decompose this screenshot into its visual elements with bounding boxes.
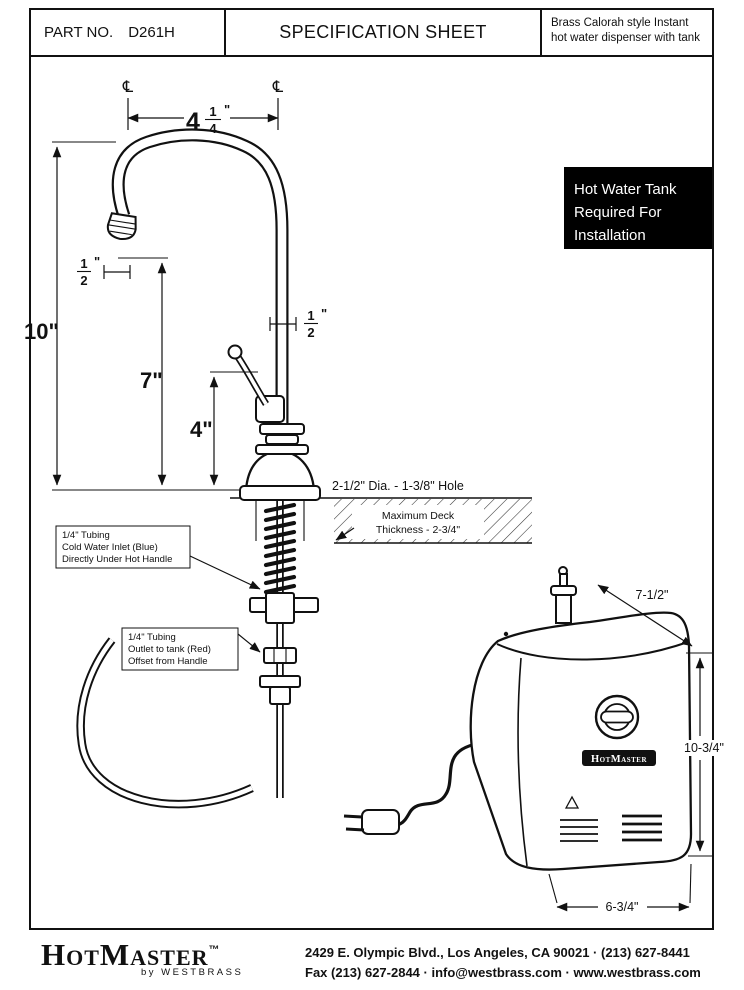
collar-upper [259, 423, 305, 435]
outlet-ferrule [259, 675, 301, 705]
notice-line1: Hot Water Tank [574, 181, 677, 198]
outlet-line2: Outlet to tank (Red) [128, 644, 211, 655]
footer-address-line2: Fax (213) 627-2844 · info@westbrass.com … [305, 964, 701, 980]
svg-text:7-1/2": 7-1/2" [636, 588, 669, 602]
dim-tank-width: 6-3/4" [548, 863, 692, 914]
dim-offset-body: 1 2 " [269, 306, 327, 340]
trademark-symbol: ™ [208, 944, 220, 956]
svg-text:10-3/4": 10-3/4" [684, 741, 724, 755]
dim-tank-height: 10-3/4" [682, 652, 740, 857]
footer-logo: HotMaster™ by WESTBRASS [29, 939, 305, 982]
dim-spout-spread: 4 1 4 " [186, 102, 230, 136]
svg-text:2: 2 [80, 273, 87, 288]
footer-byline: by WESTBRASS [141, 967, 244, 978]
vent-grille-right [622, 814, 662, 842]
lid-vent [503, 631, 509, 637]
sheet-title: SPECIFICATION SHEET [224, 10, 542, 55]
part-number-cell: PART NO. D261H [31, 10, 224, 55]
svg-text:4": 4" [190, 417, 213, 442]
cold-inlet-line2: Cold Water Inlet (Blue) [62, 542, 158, 553]
part-label: PART NO. [44, 24, 114, 41]
dim-spout-height: 7" [118, 257, 168, 486]
power-plug [343, 809, 400, 835]
deck-section: Maximum Deck Thickness - 2-3/4" 2-1/2" D… [230, 479, 532, 544]
tank-drawing: HotMaster 7-1/2" [343, 566, 740, 914]
centerline-symbol-right: ℄ [272, 77, 284, 96]
label-outlet: 1/4" Tubing Outlet to tank (Red) Offset … [121, 627, 261, 671]
svg-text:4: 4 [186, 108, 200, 136]
deck-note-line1: Maximum Deck [382, 510, 455, 522]
power-cord [398, 742, 478, 826]
base-flange [239, 485, 321, 501]
temperature-dial [594, 694, 640, 740]
footer-address: 2429 E. Olympic Blvd., Los Angeles, CA 9… [305, 939, 701, 982]
svg-text:1: 1 [307, 308, 314, 323]
tank-body [469, 611, 693, 871]
product-description: Brass Calorah style Instant hot water di… [551, 17, 700, 45]
outlet-line3: Offset from Handle [128, 656, 208, 667]
footer: HotMaster™ by WESTBRASS 2429 E. Olympic … [29, 939, 714, 982]
hole-note: 2-1/2" Dia. - 1-3/8" Hole [332, 479, 464, 493]
footer-brand-name: HotMaster [41, 937, 209, 972]
faucet-drawing [76, 128, 321, 809]
cold-inlet-line3: Directly Under Hot Handle [62, 554, 172, 565]
aerator [106, 212, 137, 240]
part-number: D261H [128, 24, 175, 41]
tank-brand-text: HotMaster [591, 754, 647, 765]
svg-text:": " [321, 306, 327, 321]
base-dome [244, 449, 316, 492]
svg-text:4: 4 [209, 121, 217, 136]
label-cold-inlet: 1/4" Tubing Cold Water Inlet (Blue) Dire… [55, 525, 261, 590]
dim-offset-spout: 1 2 " [77, 254, 131, 288]
dimension-annotations: ℄ ℄ 4 1 4 " 10" [24, 77, 327, 491]
header: PART NO. D261H SPECIFICATION SHEET Brass… [29, 8, 714, 57]
centerline-symbol-left: ℄ [122, 77, 134, 96]
collar-lower [255, 444, 309, 455]
dim-overall-height: 10" [24, 141, 240, 491]
svg-text:": " [224, 102, 230, 117]
brand-plate: HotMaster [582, 750, 656, 766]
deck-note-line2: Thickness - 2-3/4" [376, 524, 461, 536]
dim-tank-depth: 7-1/2" [597, 584, 693, 647]
notice-line2: Required For [574, 204, 662, 221]
svg-text:10": 10" [24, 319, 59, 344]
collar-middle [265, 434, 299, 445]
compression-nut [263, 647, 297, 664]
tank-spigot [550, 566, 577, 624]
svg-text:1: 1 [80, 256, 87, 271]
svg-text:1: 1 [209, 104, 216, 119]
notice-line3: Installation [574, 227, 646, 244]
cold-inlet-line1: 1/4" Tubing [62, 530, 110, 541]
notice-box: Hot Water Tank Required For Installation [564, 167, 712, 249]
svg-text:6-3/4": 6-3/4" [606, 900, 639, 914]
svg-text:": " [94, 254, 100, 269]
footer-address-line1: 2429 E. Olympic Blvd., Los Angeles, CA 9… [305, 945, 690, 960]
tee-fitting [249, 592, 319, 624]
vent-grille-left [560, 795, 598, 842]
svg-text:7": 7" [140, 368, 163, 393]
outlet-line1: 1/4" Tubing [128, 632, 176, 643]
dim-handle-height: 4" [190, 371, 258, 486]
svg-text:2: 2 [307, 325, 314, 340]
threaded-shank [263, 502, 297, 595]
handle-ball [227, 344, 243, 360]
